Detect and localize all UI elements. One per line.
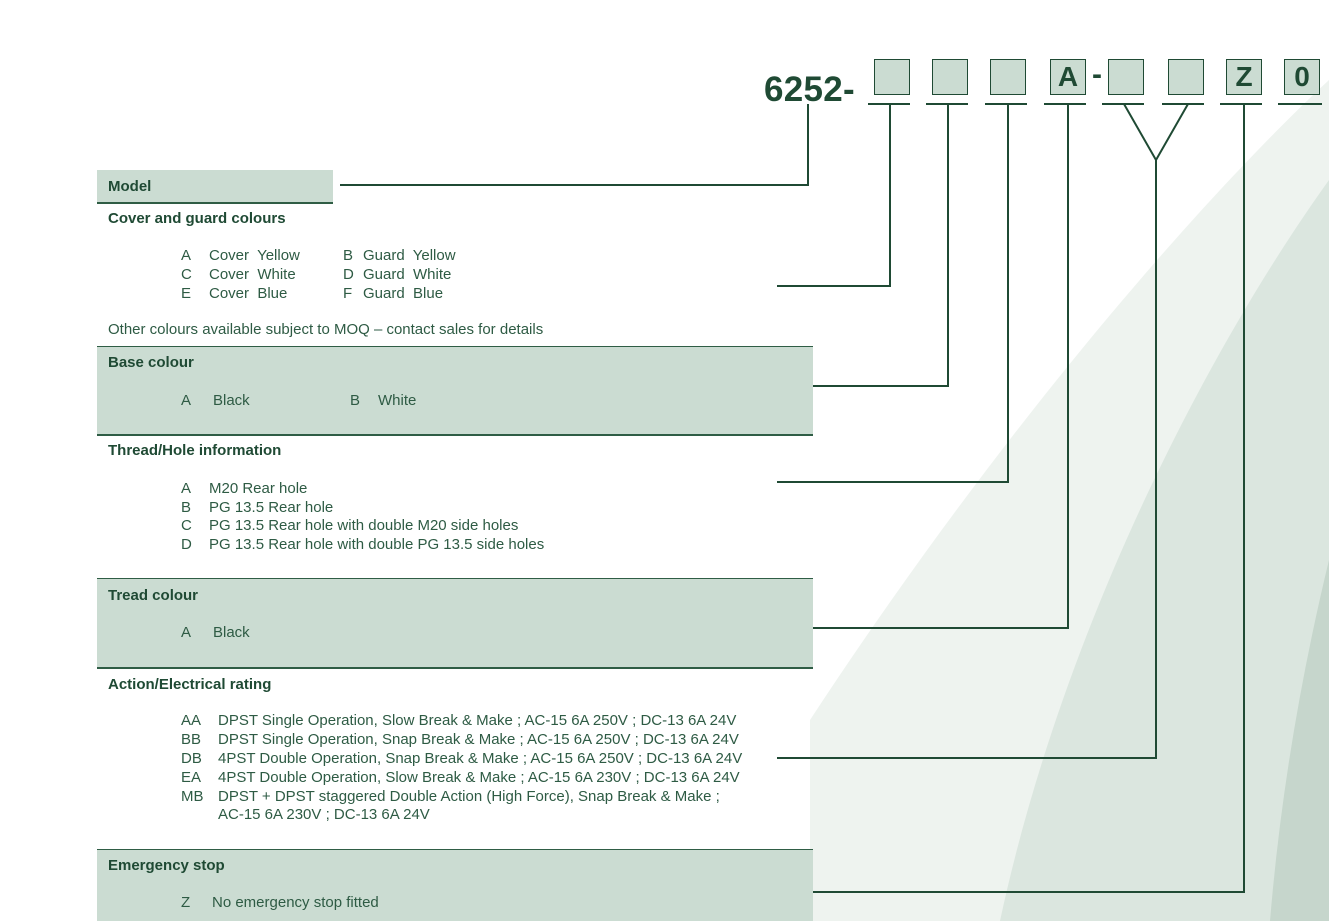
action-rating-code: MB [181,788,204,805]
emergency-stop-label: No emergency stop fitted [212,894,379,911]
model-heading: Model [108,178,152,195]
thread-hole-code: A [181,480,192,497]
code-box-cover-guard [874,59,910,95]
base-colour-label: White [378,392,417,409]
cover-guard-label: Cover White [209,266,296,283]
tread-colour-label: Black [213,624,250,641]
cover-guard-label: Guard Yellow [363,247,456,264]
model-rule [97,202,333,204]
code-box-emergency-stop: Z [1226,59,1262,95]
thread-hole-code: B [181,499,192,516]
thread-hole-heading: Thread/Hole information [108,442,282,459]
cover-guard-label: Guard White [363,266,452,283]
code-box-action-2 [1168,59,1204,95]
base-colour-label: Black [213,392,250,409]
emergency-stop-band [97,850,813,921]
base-colour-top-rule [97,346,813,348]
cover-guard-heading: Cover and guard colours [108,210,286,227]
cover-guard-code: D [343,266,354,283]
cover-guard-label: Cover Blue [209,285,288,302]
cover-guard-code: A [181,247,192,264]
emergency-stop-top-rule [97,849,813,851]
action-rating-code: BB [181,731,202,748]
cover-guard-code: F [343,285,353,302]
tread-colour-heading: Tread colour [108,587,199,604]
emergency-stop-heading: Emergency stop [108,857,225,874]
tread-colour-band [97,579,813,668]
code-box-base-colour [932,59,968,95]
action-rating-code: DB [181,750,202,767]
cover-guard-code: B [343,247,354,264]
action-rating-label: 4PST Double Operation, Slow Break & Make… [218,769,740,786]
action-rating-label: DPST Single Operation, Snap Break & Make… [218,731,739,748]
action-rating-code: AA [181,712,202,729]
tread-colour-code: A [181,624,192,641]
base-colour-bottom-rule [97,434,813,436]
part-number-separator: - [1092,58,1102,91]
action-rating-label: DPST + DPST staggered Double Action (Hig… [218,788,720,805]
code-box-tread-colour: A [1050,59,1086,95]
code-box-action-1 [1108,59,1144,95]
thread-hole-label: PG 13.5 Rear hole with double PG 13.5 si… [209,536,545,553]
code-box-suffix: 0 [1284,59,1320,95]
action-rating-label: DPST Single Operation, Slow Break & Make… [218,712,737,729]
base-colour-code: A [181,392,192,409]
cover-guard-note: Other colours available subject to MOQ –… [108,321,544,338]
cover-guard-label: Cover Yellow [209,247,300,264]
action-rating-label: 4PST Double Operation, Snap Break & Make… [218,750,743,767]
cover-guard-code: E [181,285,192,302]
code-box-thread-hole [990,59,1026,95]
base-colour-code: B [350,392,361,409]
model-band [97,170,333,202]
base-colour-heading: Base colour [108,354,194,371]
part-number-prefix: 6252- [764,70,856,109]
tread-colour-bottom-rule [97,667,813,669]
thread-hole-code: D [181,536,192,553]
action-rating-code: EA [181,769,202,786]
tread-colour-top-rule [97,578,813,580]
cover-guard-code: C [181,266,192,283]
emergency-stop-code: Z [181,894,191,911]
base-colour-band [97,347,813,435]
action-rating-heading: Action/Electrical rating [108,676,272,693]
thread-hole-code: C [181,517,192,534]
cover-guard-label: Guard Blue [363,285,444,302]
action-rating-continuation: AC-15 6A 230V ; DC-13 6A 24V [218,806,430,823]
thread-hole-label: PG 13.5 Rear hole [209,499,334,516]
thread-hole-label: PG 13.5 Rear hole with double M20 side h… [209,517,519,534]
thread-hole-label: M20 Rear hole [209,480,308,497]
